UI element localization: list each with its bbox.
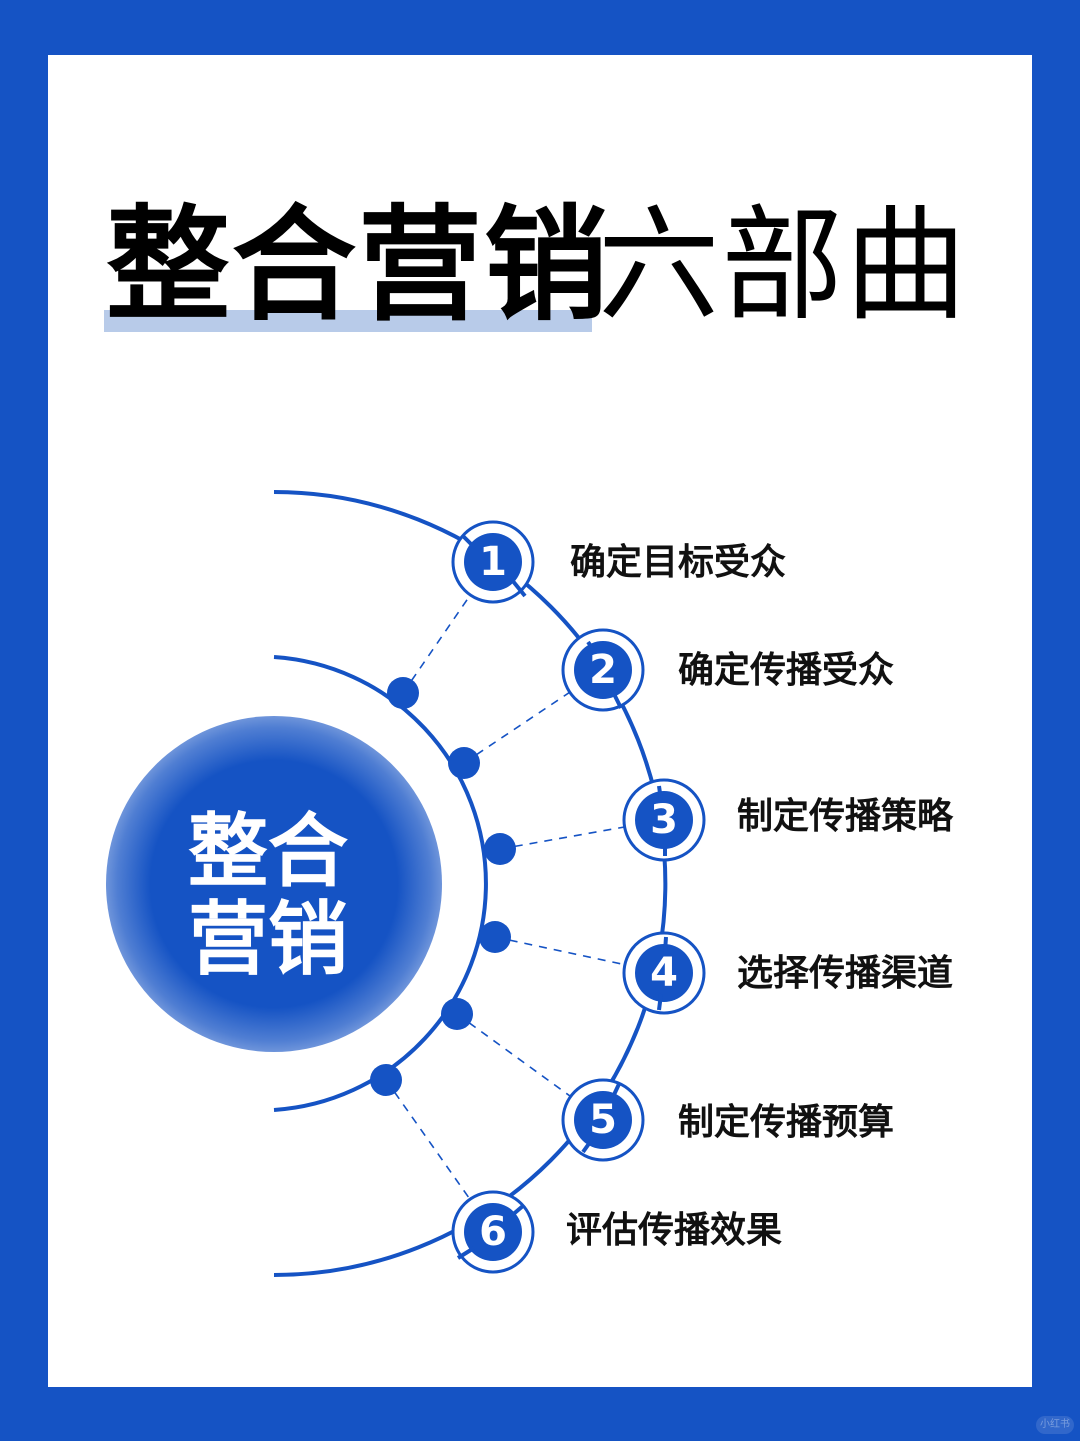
inner-dots xyxy=(370,677,516,1096)
step-4-label: 选择传播渠道 xyxy=(737,953,954,994)
step-4-number: 4 xyxy=(650,950,678,996)
page-title-bold: 整合营销 xyxy=(106,194,611,338)
step-6-number: 6 xyxy=(479,1209,507,1255)
inner-dot-4 xyxy=(479,921,511,953)
step-badge-rings xyxy=(451,520,706,1274)
core-label-line1: 整合 xyxy=(188,805,348,898)
watermark-badge: 小红书 xyxy=(1036,1416,1074,1434)
step-5-label: 制定传播预算 xyxy=(678,1102,895,1143)
inner-dot-3 xyxy=(484,833,516,865)
core-label: 整合 营销 xyxy=(188,808,368,984)
inner-dot-6 xyxy=(370,1064,402,1096)
core-glow-circle xyxy=(106,716,442,1052)
step-6-label: 评估传播效果 xyxy=(566,1210,783,1251)
step-1-label: 确定目标受众 xyxy=(570,542,787,583)
arc-through-badges xyxy=(456,533,668,1260)
content-card xyxy=(48,55,1032,1387)
core-label-line2: 营销 xyxy=(188,893,348,986)
inner-dot-2 xyxy=(448,747,480,779)
step-3-label: 制定传播策略 xyxy=(737,796,954,837)
step-3-number: 3 xyxy=(650,797,678,843)
step-2-number: 2 xyxy=(589,647,617,693)
step-2-label: 确定传播受众 xyxy=(678,650,895,691)
inner-dot-1 xyxy=(387,677,419,709)
inner-dot-5 xyxy=(441,998,473,1030)
step-5-number: 5 xyxy=(589,1097,617,1143)
step-1-number: 1 xyxy=(479,539,507,585)
inner-arc xyxy=(273,655,488,1112)
page-title-light: 六部曲 xyxy=(598,194,969,338)
title-highlight-bar xyxy=(104,310,592,332)
